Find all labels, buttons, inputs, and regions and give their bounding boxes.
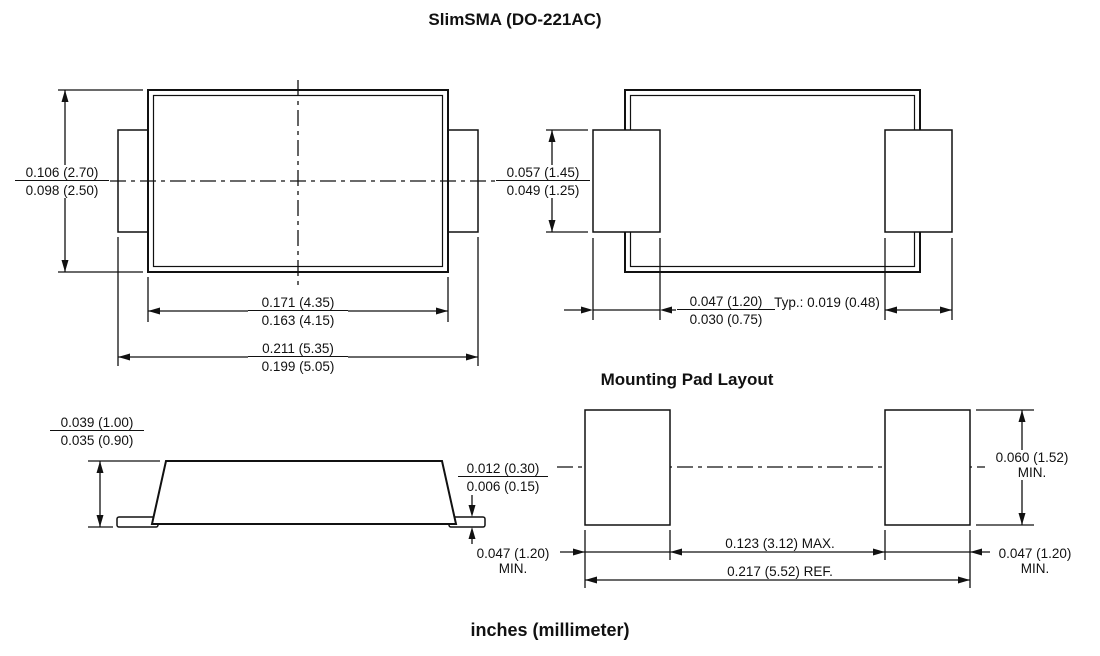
dim-qualifier: MIN. <box>498 561 528 576</box>
dim-qualifier: MIN. <box>1017 465 1047 480</box>
side-view-linework <box>88 460 486 544</box>
dim-terminal-typical: Typ.: 0.019 (0.48) <box>774 295 880 310</box>
dim-qualifier: MIN. <box>1020 561 1050 576</box>
dim-terminal-width: 0.047 (1.20) 0.030 (0.75) <box>677 294 775 327</box>
dim-max-value: 0.039 (1.00) <box>50 415 144 431</box>
pad-layout-heading: Mounting Pad Layout <box>600 370 774 389</box>
dim-min-value: 0.006 (0.15) <box>466 479 540 494</box>
dim-max-value: 0.047 (1.20) <box>677 294 775 310</box>
pad-layout-linework <box>557 409 1034 588</box>
dim-value: 0.047 (1.20) <box>476 546 550 561</box>
dim-lead-thickness: 0.012 (0.30) 0.006 (0.15) <box>458 461 548 494</box>
dim-pad-gap: 0.123 (3.12) MAX. <box>725 536 835 551</box>
dim-terminal-height: 0.057 (1.45) 0.049 (1.25) <box>496 165 590 198</box>
dim-top-view-body-height: 0.106 (2.70) 0.098 (2.50) <box>15 165 109 198</box>
dim-min-value: 0.030 (0.75) <box>689 312 763 327</box>
dim-max-value: 0.057 (1.45) <box>496 165 590 181</box>
dim-max-value: 0.106 (2.70) <box>15 165 109 181</box>
dim-side-view-height: 0.039 (1.00) 0.035 (0.90) <box>50 415 144 448</box>
dim-right-pad-width: 0.047 (1.20) MIN. <box>992 546 1078 576</box>
dim-pad-height: 0.060 (1.52) MIN. <box>985 450 1079 480</box>
dim-max-value: 0.012 (0.30) <box>458 461 548 477</box>
dim-min-value: 0.035 (0.90) <box>60 433 134 448</box>
dim-pad-span: 0.217 (5.52) REF. <box>727 564 833 579</box>
bottom-view-linework <box>546 89 953 320</box>
drawing-title: SlimSMA (DO-221AC) <box>428 10 602 29</box>
dim-value: 0.047 (1.20) <box>998 546 1072 561</box>
dim-value: 0.060 (1.52) <box>995 450 1069 465</box>
dim-top-view-body-width: 0.171 (4.35) 0.163 (4.15) <box>248 295 348 328</box>
dim-top-view-overall-width: 0.211 (5.35) 0.199 (5.05) <box>248 341 348 374</box>
units-note: inches (millimeter) <box>470 620 630 640</box>
dim-max-value: 0.171 (4.35) <box>248 295 348 311</box>
dim-min-value: 0.098 (2.50) <box>25 183 99 198</box>
dim-max-value: 0.211 (5.35) <box>248 341 348 357</box>
top-view-linework <box>58 80 506 366</box>
dim-min-value: 0.199 (5.05) <box>261 359 335 374</box>
dim-left-pad-width: 0.047 (1.20) MIN. <box>470 546 556 576</box>
dim-min-value: 0.049 (1.25) <box>506 183 580 198</box>
dim-min-value: 0.163 (4.15) <box>261 313 335 328</box>
